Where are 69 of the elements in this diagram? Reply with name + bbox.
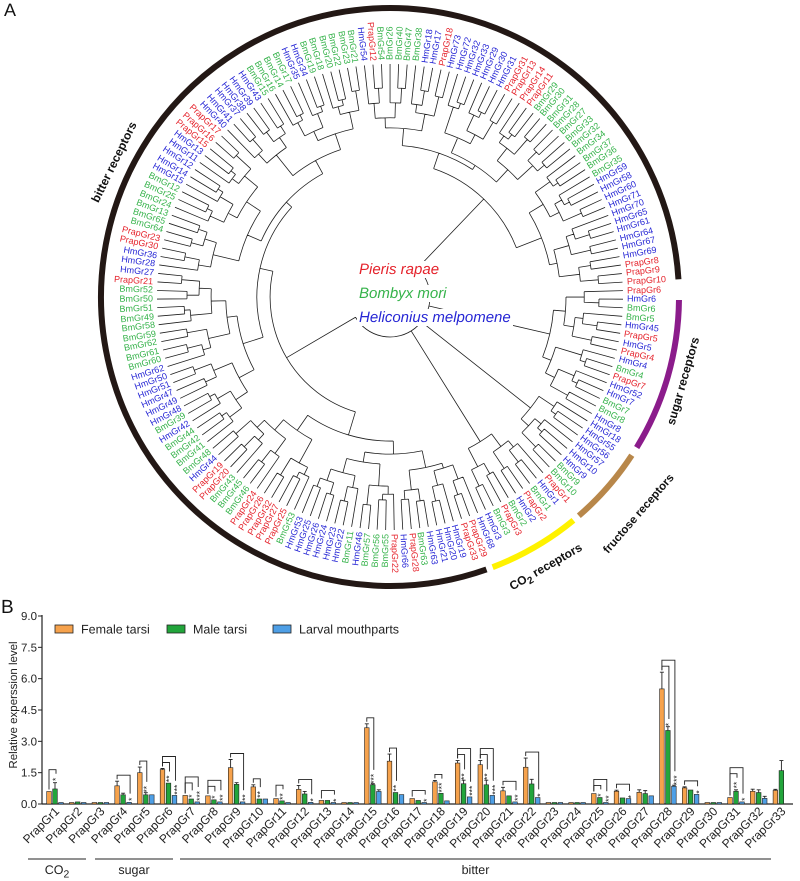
- gene-label: PrapGr12: [365, 21, 378, 61]
- significance-mark: **: [240, 794, 250, 801]
- significance-mark: ***: [368, 774, 378, 784]
- group-label: sugar: [118, 863, 150, 877]
- significance-mark: *: [694, 790, 704, 794]
- tick-label: 7.5: [21, 642, 37, 654]
- significance-mark: *: [422, 798, 432, 802]
- gene-label: HmGr27: [120, 265, 155, 278]
- legend-label: Pieris rapae: [357, 261, 442, 278]
- tick-label: 6.0: [21, 674, 37, 686]
- panel-letter: B: [1, 598, 14, 618]
- significance-mark: *: [740, 798, 750, 801]
- significance-mark: ***: [436, 782, 446, 792]
- significance-mark: **: [141, 786, 152, 792]
- significance-mark: *: [535, 793, 546, 797]
- gene-label: BmGr57: [360, 532, 373, 567]
- significance-mark: *: [595, 793, 606, 797]
- gene-label: BmGr56: [370, 533, 382, 568]
- significance-mark: *: [50, 778, 61, 782]
- significance-mark: **: [732, 782, 742, 788]
- tick-label: 1.5: [21, 768, 37, 780]
- gene-label: HmGr6: [626, 294, 656, 304]
- tick-label: 4.5: [21, 705, 37, 717]
- significance-mark: *: [330, 798, 341, 802]
- significance-mark: **: [254, 791, 265, 798]
- legend-label: Bombyx mori: [357, 285, 449, 302]
- group-label: bitter: [462, 863, 490, 877]
- significance-mark: **: [164, 775, 174, 782]
- significance-mark: *: [186, 794, 197, 798]
- significance-mark: *: [663, 722, 674, 726]
- significance-mark: **: [482, 773, 492, 780]
- panel-letter: A: [4, 0, 16, 20]
- significance-mark: ***: [467, 786, 478, 796]
- significance-mark: ***: [172, 784, 182, 795]
- gene-label: HmGr66: [398, 533, 410, 568]
- gene-label: BmGr54: [376, 26, 386, 60]
- gene-label: PrapGr21: [114, 274, 154, 286]
- axis-title: Relative experssion level: [8, 641, 20, 769]
- gene-label: BmGr51: [120, 303, 154, 314]
- significance-mark: **: [278, 793, 288, 800]
- group-label: CO$_{2}$: [44, 863, 70, 881]
- significance-mark: **: [512, 794, 523, 801]
- significance-mark: **: [217, 794, 228, 801]
- significance-mark: **: [391, 784, 402, 792]
- significance-mark: ***: [671, 775, 682, 786]
- tick-label: 9.0: [21, 611, 37, 623]
- significance-mark: *: [126, 798, 137, 801]
- tick-label: 0.0: [21, 799, 37, 811]
- significance-mark: **: [603, 795, 614, 802]
- significance-mark: ***: [194, 790, 205, 801]
- gene-label: PrapGr10: [626, 274, 666, 286]
- gene-label: BmGr26: [386, 26, 395, 60]
- legend-label: Male tarsi: [193, 622, 248, 636]
- significance-mark: *: [209, 795, 220, 799]
- legend-label: Heliconius melpomene: [357, 309, 513, 326]
- tick-label: 3.0: [21, 736, 37, 748]
- gene-label: BmGr6: [626, 303, 656, 314]
- significance-mark: ***: [490, 784, 500, 795]
- legend-label: Female tarsi: [81, 622, 150, 636]
- gene-label: BmGr40: [394, 26, 404, 60]
- gene-label: PrapGr28: [407, 532, 420, 572]
- gene-label: PrapGr22: [390, 534, 400, 574]
- significance-mark: *: [308, 798, 318, 802]
- significance-mark: **: [459, 773, 470, 780]
- gene-label: PrapGr6: [626, 285, 662, 296]
- gene-label: BmGr55: [380, 534, 390, 568]
- gene-label: BmGr50: [119, 294, 154, 304]
- gene-label: BmGr52: [119, 284, 154, 295]
- significance-mark: *: [626, 795, 636, 798]
